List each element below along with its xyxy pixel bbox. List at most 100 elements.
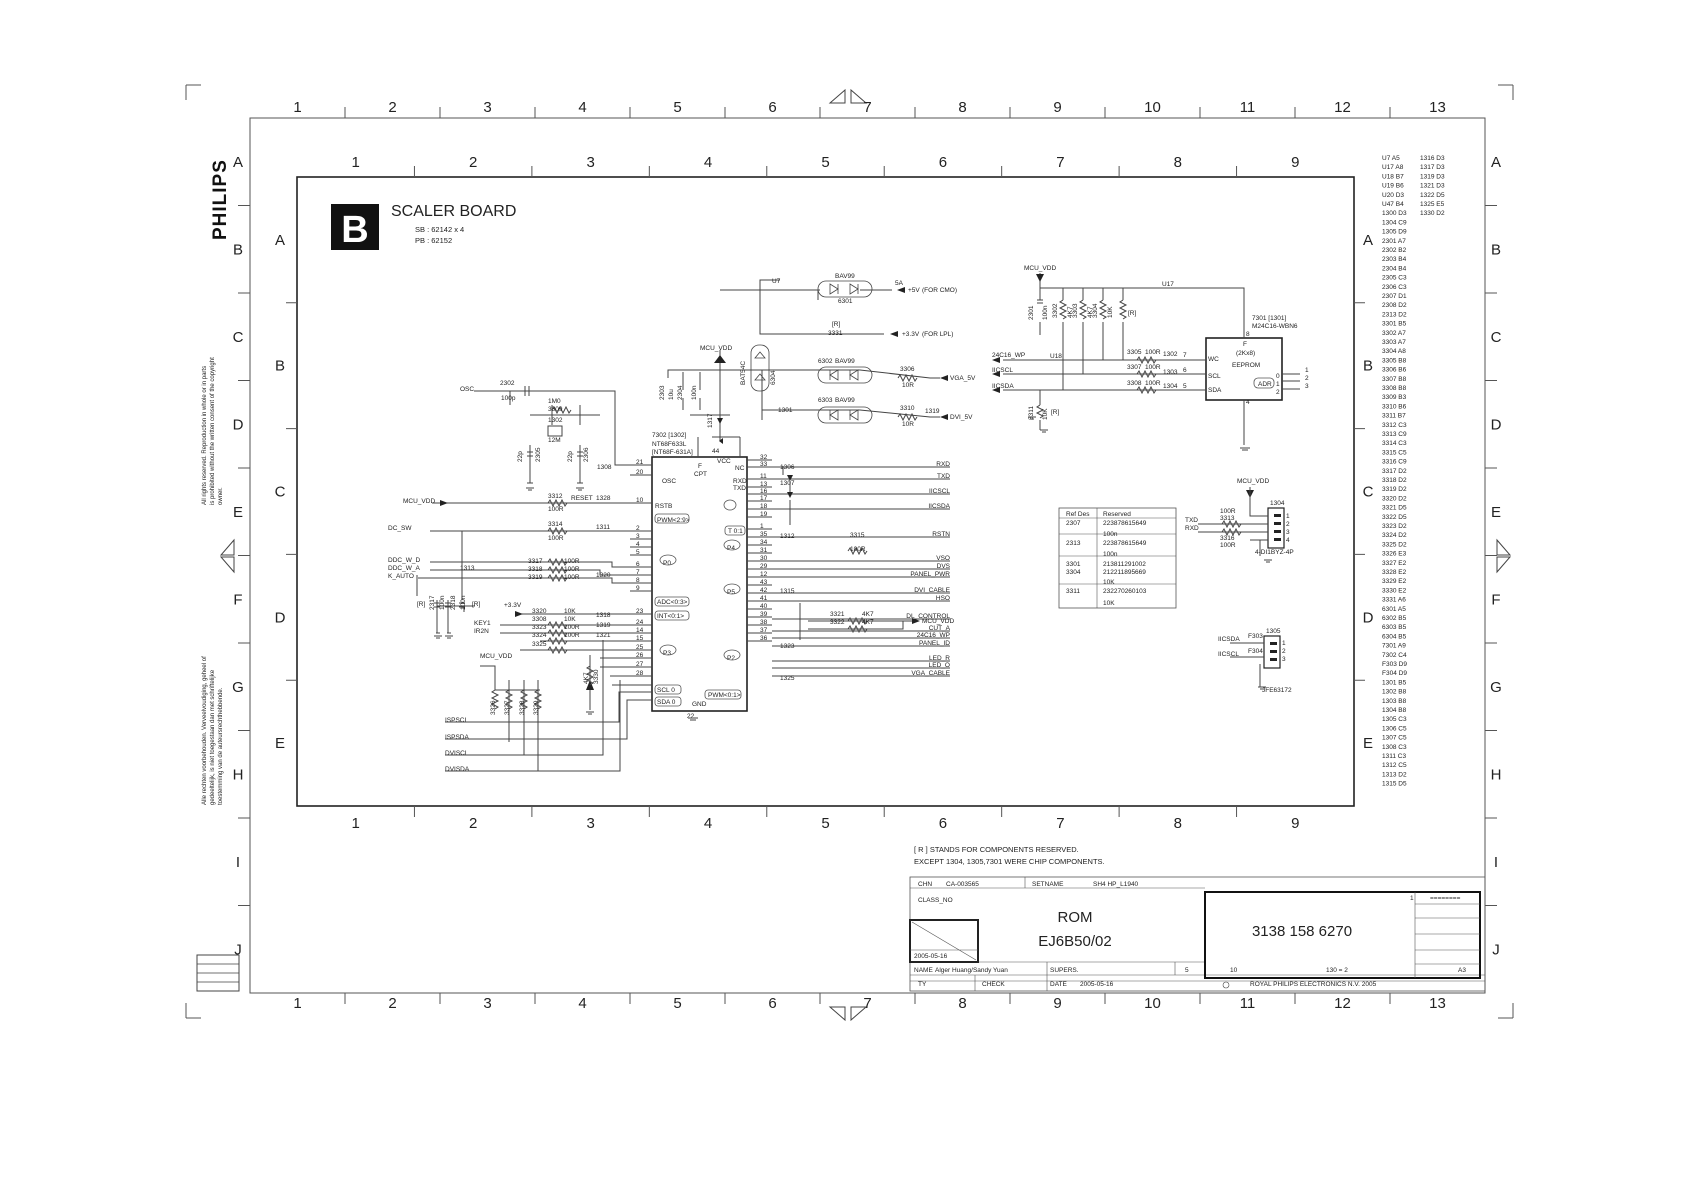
inner-row-label: E [275, 735, 285, 752]
outer-col-label: 11 [1240, 995, 1256, 1012]
location-index-entry: U20 D3 [1382, 192, 1404, 199]
location-index-entry: 3322 D5 [1382, 514, 1407, 521]
ic-pin-number: 17 [760, 495, 768, 502]
svg-text:2304: 2304 [677, 385, 684, 400]
svg-text:A3: A3 [1458, 967, 1466, 974]
svg-text:4K7: 4K7 [1087, 306, 1094, 318]
svg-text:P0: P0 [663, 560, 671, 567]
inner-row-label: D [275, 609, 286, 626]
location-index-entry: 3306 B6 [1382, 367, 1407, 374]
svg-text:RSTB: RSTB [655, 503, 672, 510]
svg-text:Alger Huang/Sandy Yuan: Alger Huang/Sandy Yuan [935, 967, 1008, 974]
inner-col-label: 5 [821, 815, 829, 832]
ic-pin-number: 2 [636, 525, 640, 532]
svg-text:PWM<2:9>: PWM<2:9> [657, 517, 690, 524]
svg-text:[R]: [R] [1128, 310, 1137, 317]
svg-text:3325: 3325 [532, 641, 547, 648]
ic-pin-number: 23 [636, 608, 644, 615]
svg-text:SDA 0: SDA 0 [657, 699, 676, 706]
svg-text:ISPSDA: ISPSDA [445, 734, 470, 741]
location-index-entry: 1312 C5 [1382, 762, 1407, 769]
inner-col-label: 8 [1174, 154, 1182, 171]
outer-row-label: G [1490, 679, 1502, 696]
svg-text:4: 4 [1286, 537, 1290, 544]
location-index-entry: 1304 C9 [1382, 219, 1407, 226]
location-index-entry: 1315 D5 [1382, 781, 1407, 788]
ic-pin-number: 38 [760, 619, 768, 626]
outer-row-label: I [236, 854, 240, 871]
outer-col-label: 5 [673, 99, 681, 116]
svg-text:3315: 3315 [850, 532, 865, 539]
ic-pin-number: 33 [760, 461, 768, 468]
svg-text:MCU_VDD: MCU_VDD [922, 618, 954, 625]
location-index-entry: 1322 D5 [1420, 192, 1445, 199]
location-index-entry: 6301 A5 [1382, 606, 1406, 613]
left-resistors [490, 405, 595, 710]
svg-text:10R: 10R [902, 382, 914, 389]
ic-pin-number: 18 [760, 503, 768, 510]
ic-pin-number: 43 [760, 579, 768, 586]
inner-row-label: B [275, 358, 285, 375]
svg-text:CHN: CHN [918, 881, 932, 888]
svg-text:3314: 3314 [548, 521, 563, 528]
ic-pin-number: 29 [760, 563, 768, 570]
ic-pin-number: 20 [636, 469, 644, 476]
svg-text:BAV99: BAV99 [835, 273, 855, 280]
title-block: CHN CA-003565 SETNAME SH4 HP_L1940 CLASS… [909, 876, 1486, 992]
location-index-entry: 3326 E3 [1382, 551, 1407, 558]
svg-text:1: 1 [1276, 381, 1280, 388]
svg-text:2305: 2305 [535, 447, 542, 462]
ic-pin-number: 19 [760, 511, 768, 518]
location-index-entry: 2313 D2 [1382, 311, 1407, 318]
svg-text:22: 22 [687, 713, 695, 720]
svg-text:3320: 3320 [532, 608, 547, 615]
svg-text:24C16_WP: 24C16_WP [992, 352, 1025, 359]
svg-text:1306: 1306 [780, 464, 795, 471]
svg-text:K_AUTO: K_AUTO [388, 573, 414, 580]
svg-text:1305: 1305 [1266, 628, 1281, 635]
svg-text:CA-003565: CA-003565 [946, 881, 979, 888]
svg-text:1317: 1317 [707, 413, 714, 428]
inner-frame [296, 176, 1355, 807]
net-label: TXD [937, 473, 950, 480]
svg-text:3: 3 [1286, 529, 1290, 536]
location-index-entry: 7301 A9 [1382, 643, 1406, 650]
svg-text:TXD: TXD [733, 485, 746, 492]
ic-pin-number: 8 [636, 577, 640, 584]
svg-text:P5: P5 [727, 589, 735, 596]
svg-text:10: 10 [1230, 967, 1238, 974]
location-index-entry: U17 A8 [1382, 164, 1404, 171]
svg-text:RXD: RXD [1185, 525, 1199, 532]
location-index-entry: 1330 D2 [1420, 210, 1445, 217]
svg-text:NC: NC [735, 465, 745, 472]
svg-text:1323: 1323 [780, 643, 795, 650]
location-index-entry: 3331 A6 [1382, 597, 1406, 604]
location-index-entry: 3303 A7 [1382, 339, 1406, 346]
svg-text:3309: 3309 [548, 406, 563, 413]
note-chip: EXCEPT 1304, 1305,7301 WERE CHIP COMPONE… [914, 857, 1105, 866]
svg-text:DVI_5V: DVI_5V [950, 414, 973, 421]
ic-pin-number: 4 [636, 541, 640, 548]
inner-row-label: A [275, 232, 285, 249]
svg-text:3328: 3328 [519, 700, 526, 715]
svg-text:3: 3 [1305, 383, 1309, 390]
connector-1304: MCU_VDD 1304 4-DI1BYZ-4P TXD RXD 100R 33… [1185, 478, 1294, 556]
svg-text:SCL: SCL [1208, 373, 1221, 380]
svg-text:223878615649: 223878615649 [1103, 540, 1147, 547]
outer-row-label: E [233, 504, 243, 521]
ic-pin-number: 39 [760, 611, 768, 618]
svg-text:M24C16-WBN6: M24C16-WBN6 [1252, 323, 1298, 330]
location-index-entry: 3325 D2 [1382, 541, 1407, 548]
inner-col-label: 5 [821, 154, 829, 171]
outer-row-label: J [234, 941, 242, 958]
svg-text:toestemming van de auteursrech: toestemming van de auteursrechthebbende. [218, 687, 224, 805]
net-label: IICSCL [929, 488, 950, 495]
ic-pin-number: 7 [636, 569, 640, 576]
svg-text:100R: 100R [1220, 542, 1236, 549]
ic-pin-number: 34 [760, 539, 768, 546]
net-label: RXD [936, 461, 950, 468]
svg-text:3316: 3316 [1220, 535, 1235, 542]
svg-text:100R: 100R [564, 566, 580, 573]
